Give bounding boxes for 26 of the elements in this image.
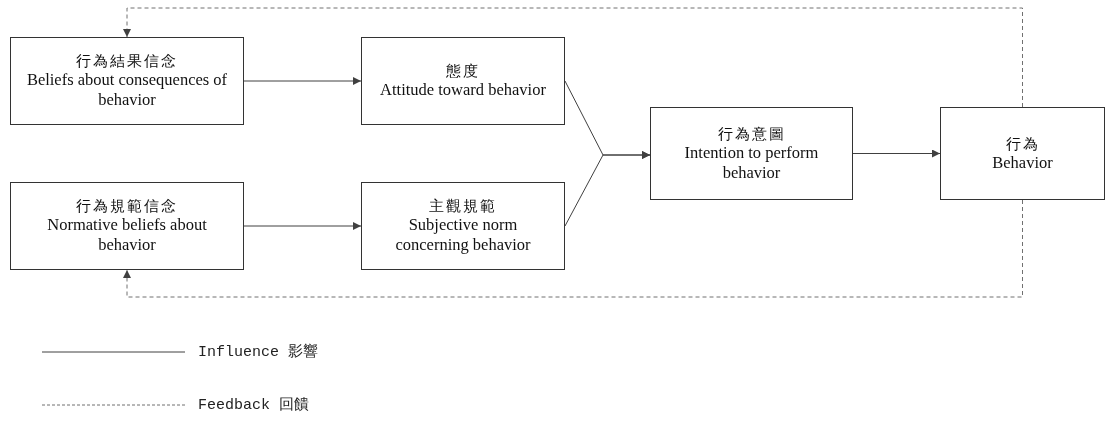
process-box (940, 107, 1105, 200)
arrow (243, 222, 362, 230)
box-heading: 行為 (1005, 134, 1040, 153)
legend-label: Feedback 回饋 (198, 396, 309, 416)
box-text: Beliefs about consequences of behavior (25, 70, 229, 110)
process-box (10, 37, 244, 125)
dashed-arrow (123, 7, 1023, 108)
box-heading: 態度 (446, 62, 480, 81)
box-heading: 行為結果信念 (76, 52, 178, 71)
box-text: Behavior (992, 152, 1053, 173)
arrow (243, 77, 362, 85)
process-box (650, 107, 853, 200)
process-box (10, 182, 244, 270)
box-text: Intention to perform behavior (683, 142, 820, 183)
arrow (852, 149, 941, 158)
process-box (361, 37, 565, 125)
process-box (361, 182, 565, 270)
box-heading: 主觀規範 (429, 197, 497, 216)
legend-label: Influence 影響 (198, 342, 318, 363)
dashed-arrow (123, 199, 1023, 298)
arrow (564, 151, 651, 227)
box-heading: 行為規範信念 (76, 197, 178, 216)
box-text: Subjective norm concerning behavior (394, 215, 532, 255)
box-text: Attitude toward behavior (380, 80, 546, 100)
box-heading: 行為意圖 (717, 124, 786, 143)
box-text: Normative beliefs about behavior (46, 215, 208, 255)
